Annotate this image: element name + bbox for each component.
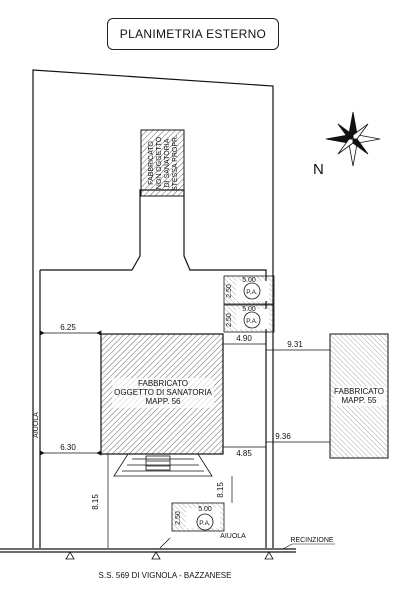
svg-text:P.A.: P.A.: [246, 289, 258, 296]
north-label: N: [313, 161, 324, 178]
svg-text:P.A.: P.A.: [199, 520, 211, 527]
svg-text:P.A.: P.A.: [246, 318, 258, 325]
dim-625: 6.25: [60, 323, 76, 332]
svg-text:STESSA PROPR.: STESSA PROPR.: [172, 135, 179, 191]
svg-text:NON OGGETTO: NON OGGETTO: [156, 136, 163, 189]
entry-markers: [65, 537, 274, 560]
building-main-label-3: MAPP. 56: [146, 397, 182, 406]
building-main-label-1: FABBRICATO: [138, 379, 188, 388]
svg-text:2.50: 2.50: [175, 511, 182, 525]
dim-490: 4.90: [236, 334, 252, 343]
svg-text:2.50: 2.50: [226, 284, 233, 298]
dim-936: 9.36: [275, 432, 291, 441]
entrance-stairs: [113, 453, 213, 477]
recinzione-label: RECINZIONE: [290, 537, 334, 544]
svg-text:2.50: 2.50: [226, 313, 233, 327]
parking-space-2: P.A. 5.00 2.50: [223, 304, 275, 333]
svg-text:5.00: 5.00: [242, 306, 256, 313]
building-not-in-amnesty: [140, 129, 185, 197]
svg-text:FABBRICATO: FABBRICATO: [148, 141, 155, 185]
north-arrow-icon: [325, 111, 381, 167]
building-main-label-2: OGGETTO DI SANATORIA: [114, 388, 212, 397]
aiuola-bottom-label: AIUOLA: [220, 533, 246, 540]
dim-485: 4.85: [236, 449, 252, 458]
aiuola-left-label: AIUOLA: [33, 412, 40, 438]
dim-815-right: 8.15: [216, 482, 225, 498]
drawing-title: PLANIMETRIA ESTERNO: [107, 18, 279, 50]
building-adjacent-label-1: FABBRICATO: [334, 387, 384, 396]
building-not-in-amnesty-label: FABBRICATO NON OGGETTO DI SANATORIA STES…: [148, 135, 179, 191]
dim-931: 9.31: [287, 340, 303, 349]
svg-text:5.00: 5.00: [198, 506, 212, 513]
parking-space-1: P.A. 5.00 2.50: [223, 275, 275, 305]
dim-815-left: 8.15: [91, 494, 100, 510]
dimension-lines: [39, 330, 330, 548]
road-label: S.S. 569 DI VIGNOLA - BAZZANESE: [99, 571, 232, 580]
svg-text:DI SANATORIA: DI SANATORIA: [164, 138, 171, 187]
dim-630: 6.30: [60, 443, 76, 452]
building-adjacent-label-2: MAPP. 55: [342, 396, 378, 405]
svg-text:5.00: 5.00: [242, 277, 256, 284]
parking-space-3: P.A. 5.00 2.50: [171, 502, 225, 532]
